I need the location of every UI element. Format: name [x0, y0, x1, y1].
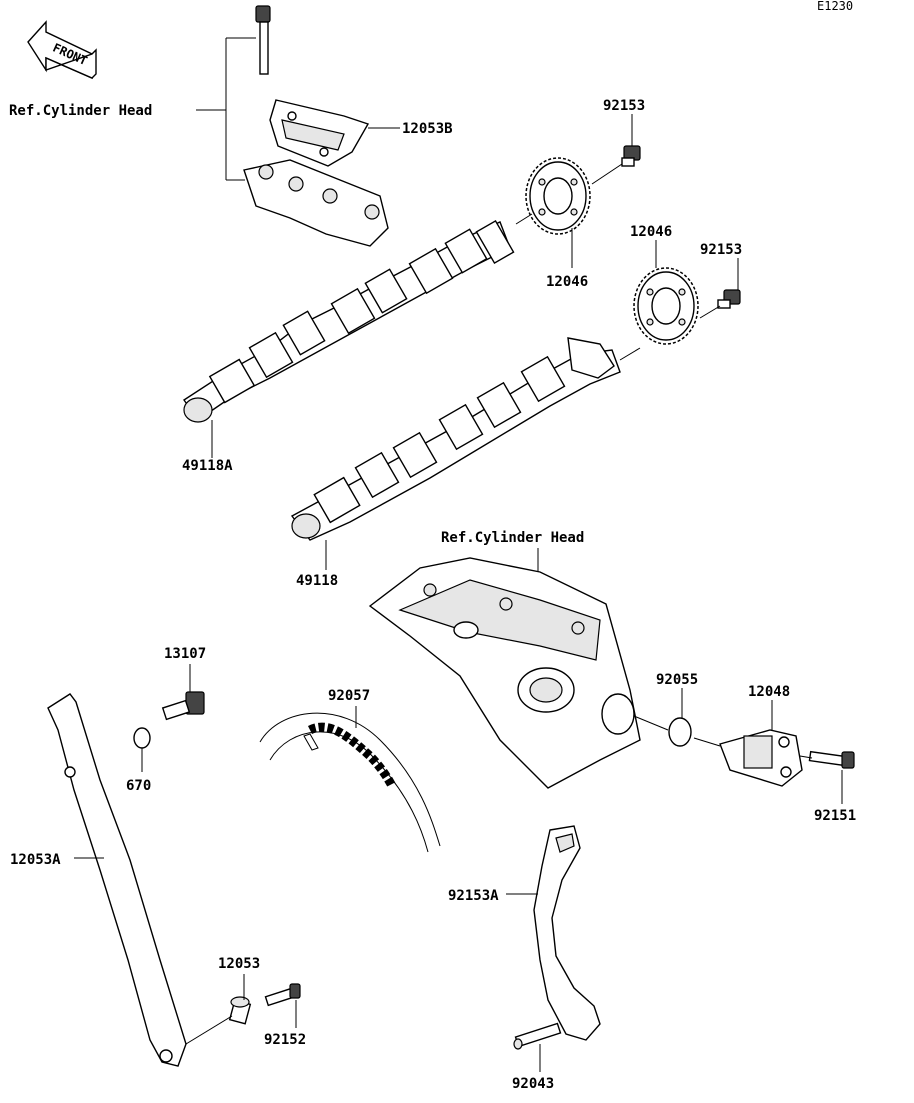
- chain-guide-rear: [47, 693, 187, 1067]
- part-label-49118: 49118: [296, 573, 338, 589]
- part-label-92153-lower: 92153: [700, 242, 742, 258]
- part-label-13107: 13107: [164, 646, 206, 662]
- collar-ring: [133, 727, 151, 749]
- part-label-92152: 12053: [218, 956, 260, 972]
- part-label-92151: 92151: [814, 808, 856, 824]
- guide-collar: [228, 996, 252, 1025]
- o-ring: [668, 717, 692, 747]
- ref-bracket-top: [196, 37, 256, 181]
- sprocket-bolt-upper: [621, 145, 641, 167]
- part-label-12046-upper: 12046: [546, 274, 588, 290]
- camshaft-intake: [183, 219, 515, 423]
- part-label-12046-lower: 12046: [630, 224, 672, 240]
- chain-guide-front: [533, 825, 601, 1041]
- pivot-bolt: [161, 691, 205, 721]
- chain-tensioner: [719, 729, 803, 787]
- cam-holder-upper: [269, 99, 370, 167]
- cam-holder-lower: [243, 159, 389, 247]
- cam-chain: [259, 712, 441, 853]
- cam-sprocket-exhaust: [633, 267, 699, 345]
- tensioner-bolt: [808, 750, 855, 769]
- part-label-92153A: 92152: [264, 1032, 306, 1048]
- cam-sprocket-intake: [525, 157, 591, 235]
- guide-pin: [513, 1022, 562, 1050]
- camshaft-exhaust: [290, 337, 621, 541]
- part-label-49118A: 49118A: [182, 458, 233, 474]
- ref-cylinder-head-middle: Ref.Cylinder Head: [441, 530, 584, 546]
- guide-bolt: [264, 983, 301, 1007]
- diagram-code: E1230: [817, 0, 853, 13]
- part-label-12053B: 12053B: [402, 121, 453, 137]
- cam-cap-bolt: [255, 5, 271, 75]
- part-label-12048: 12048: [748, 684, 790, 700]
- cylinder-head: [368, 557, 641, 789]
- part-label-670: 670: [126, 778, 151, 794]
- part-label-92057: 92057: [328, 688, 370, 704]
- front-arrow-icon: FRONT: [27, 20, 97, 80]
- ref-cylinder-head-top: Ref.Cylinder Head: [9, 103, 152, 119]
- part-label-92043: 92043: [512, 1076, 554, 1092]
- sprocket-bolt-lower: [717, 289, 741, 309]
- part-label-12053A: 12053A: [10, 852, 61, 868]
- part-label-12053: 92153A: [448, 888, 499, 904]
- part-label-92055: 92055: [656, 672, 698, 688]
- part-label-92153-upper: 92153: [603, 98, 645, 114]
